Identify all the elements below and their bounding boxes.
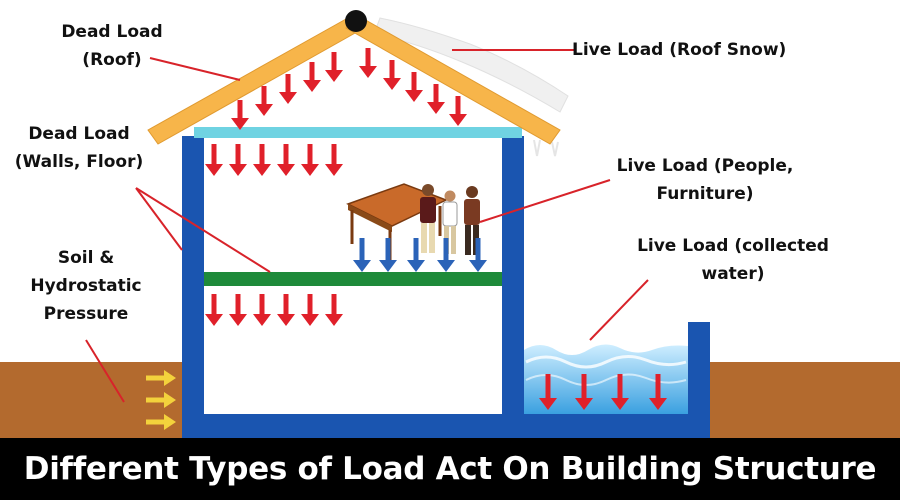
dead-load-ceiling-arrow <box>277 144 295 176</box>
dead-load-ceiling-arrow <box>229 144 247 176</box>
dead-load-floor-arrow <box>325 294 343 326</box>
label-line: Soil & <box>57 248 115 268</box>
soil-pressure-arrow <box>146 414 176 430</box>
leader-live-load-water <box>589 279 649 341</box>
dead-load-roof-arrow <box>303 62 321 92</box>
label-line: water) <box>701 264 765 284</box>
dead-load-roof-arrow <box>383 60 401 90</box>
dead-load-floor-arrow <box>253 294 271 326</box>
label-dead-load-walls: Dead Load (Walls, Floor) <box>4 120 154 176</box>
left-wall <box>182 136 204 438</box>
label-line: (Roof) <box>82 50 142 70</box>
footer-banner: Different Types of Load Act On Building … <box>0 438 900 500</box>
soil-pressure-arrow <box>146 370 176 386</box>
ceiling-slab <box>194 127 522 138</box>
dead-load-floor-arrow <box>229 294 247 326</box>
ground-right <box>710 362 900 438</box>
roof-ridge-dot-icon <box>345 10 367 32</box>
live-load-people-arrow <box>379 238 397 272</box>
leader-live-load-people <box>479 179 611 223</box>
leader-dead-load-walls-1 <box>135 187 183 251</box>
dead-load-floor-arrow <box>277 294 295 326</box>
dead-load-roof-arrow <box>405 72 423 102</box>
label-line: Live Load (collected <box>637 236 829 256</box>
label-dead-load-roof: Dead Load (Roof) <box>42 18 182 74</box>
label-line: Live Load (People, <box>616 156 794 176</box>
leader-dead-load-walls-2 <box>135 187 271 273</box>
dead-load-roof-arrow <box>359 48 377 78</box>
dead-load-roof-arrow <box>231 100 249 130</box>
leader-dead-load-roof <box>149 57 241 81</box>
dead-load-roof-arrow <box>325 52 343 82</box>
dead-load-roof-arrow <box>255 86 273 116</box>
live-load-people-arrow <box>407 238 425 272</box>
label-line: Pressure <box>43 304 129 324</box>
leader-soil-pressure <box>85 339 125 403</box>
load-arrows <box>146 48 667 430</box>
footer-title: Different Types of Load Act On Building … <box>23 451 877 487</box>
label-line: Live Load (Roof Snow) <box>572 40 787 60</box>
live-load-water-arrow <box>539 374 557 410</box>
dead-load-roof-arrow <box>427 84 445 114</box>
right-wall <box>502 136 524 438</box>
people-icon <box>420 184 480 255</box>
label-live-load-water: Live Load (collected water) <box>618 232 848 288</box>
label-soil-pressure: Soil & Hydrostatic Pressure <box>6 244 166 328</box>
label-line: Dead Load <box>28 124 130 144</box>
dead-load-ceiling-arrow <box>205 144 223 176</box>
dead-load-roof-arrow <box>279 74 297 104</box>
dead-load-ceiling-arrow <box>325 144 343 176</box>
label-line: Furniture) <box>656 184 754 204</box>
soil-pressure-arrow <box>146 392 176 408</box>
live-load-people-arrow <box>469 238 487 272</box>
live-load-people-arrow <box>353 238 371 272</box>
live-load-water-arrow <box>575 374 593 410</box>
label-live-load-people: Live Load (People, Furniture) <box>590 152 820 208</box>
label-live-load-snow: Live Load (Roof Snow) <box>572 36 832 64</box>
label-line: Dead Load <box>61 22 163 42</box>
dead-load-ceiling-arrow <box>301 144 319 176</box>
tank-wall <box>688 322 710 438</box>
live-load-people-arrow <box>437 238 455 272</box>
intermediate-floor <box>204 272 502 286</box>
foundation-slab <box>182 414 710 438</box>
dead-load-ceiling-arrow <box>253 144 271 176</box>
table-icon <box>346 183 448 262</box>
dead-load-floor-arrow <box>301 294 319 326</box>
label-line: (Walls, Floor) <box>14 152 144 172</box>
leader-lines <box>85 49 649 403</box>
dead-load-roof-arrow <box>449 96 467 126</box>
live-load-water-arrow <box>611 374 629 410</box>
label-line: Hydrostatic <box>30 276 142 296</box>
live-load-water-arrow <box>649 374 667 410</box>
dead-load-floor-arrow <box>205 294 223 326</box>
